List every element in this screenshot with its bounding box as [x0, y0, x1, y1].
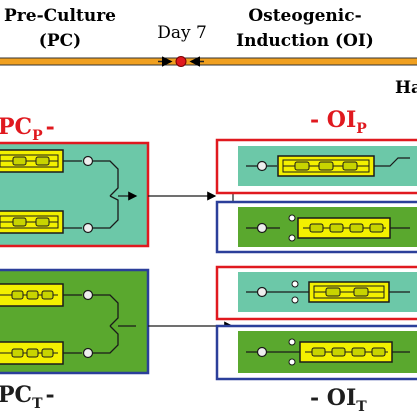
oi-t-label: - OIT [310, 385, 367, 415]
valve-icon [291, 280, 299, 304]
perfusion-module [0, 210, 64, 234]
oi-title-line1: Osteogenic- [248, 6, 361, 26]
day-label: Day 7 [157, 23, 207, 43]
oi-p-box-1 [215, 138, 417, 195]
pc-t-box [0, 268, 150, 375]
pc-p-label: PCP- [0, 114, 55, 144]
pump-icon [82, 155, 94, 167]
pc-t-label: PCT- [0, 382, 55, 412]
svg-text:- OIP: - OIP [310, 107, 367, 137]
svg-text:- OIT: - OIT [310, 385, 367, 415]
oi-t-box-1 [215, 200, 417, 254]
perfusion-module [0, 341, 64, 365]
oi-p-label: - OIP [310, 107, 367, 137]
pump-icon [82, 347, 94, 359]
pump-icon [256, 222, 268, 234]
svg-text:PCP-: PCP- [0, 114, 55, 144]
svg-text:PCT-: PCT- [0, 382, 55, 412]
pump-icon [82, 289, 94, 301]
pump-icon [256, 286, 268, 298]
timeline [0, 56, 417, 67]
perfusion-module [0, 149, 64, 173]
perfusion-module [299, 341, 393, 363]
pump-icon [256, 160, 268, 172]
pc-p-box [0, 141, 150, 248]
pump-icon [256, 346, 268, 358]
day-marker-dot [175, 56, 187, 67]
valve-icon [288, 338, 296, 366]
oi-title-line2: Induction (OI) [236, 31, 374, 51]
pump-icon [82, 222, 94, 234]
oi-p-box-2 [215, 265, 417, 321]
perfusion-module [297, 217, 391, 239]
perfusion-module [0, 283, 64, 307]
pc-title-line1: Pre-Culture [4, 6, 116, 26]
pc-title-line2: (PC) [39, 31, 81, 51]
perfusion-module [308, 281, 390, 303]
valve-icon [288, 214, 296, 242]
perfusion-module [277, 155, 375, 177]
oi-t-box-2 [215, 324, 417, 381]
far-right-fragment: Ha [395, 78, 417, 98]
